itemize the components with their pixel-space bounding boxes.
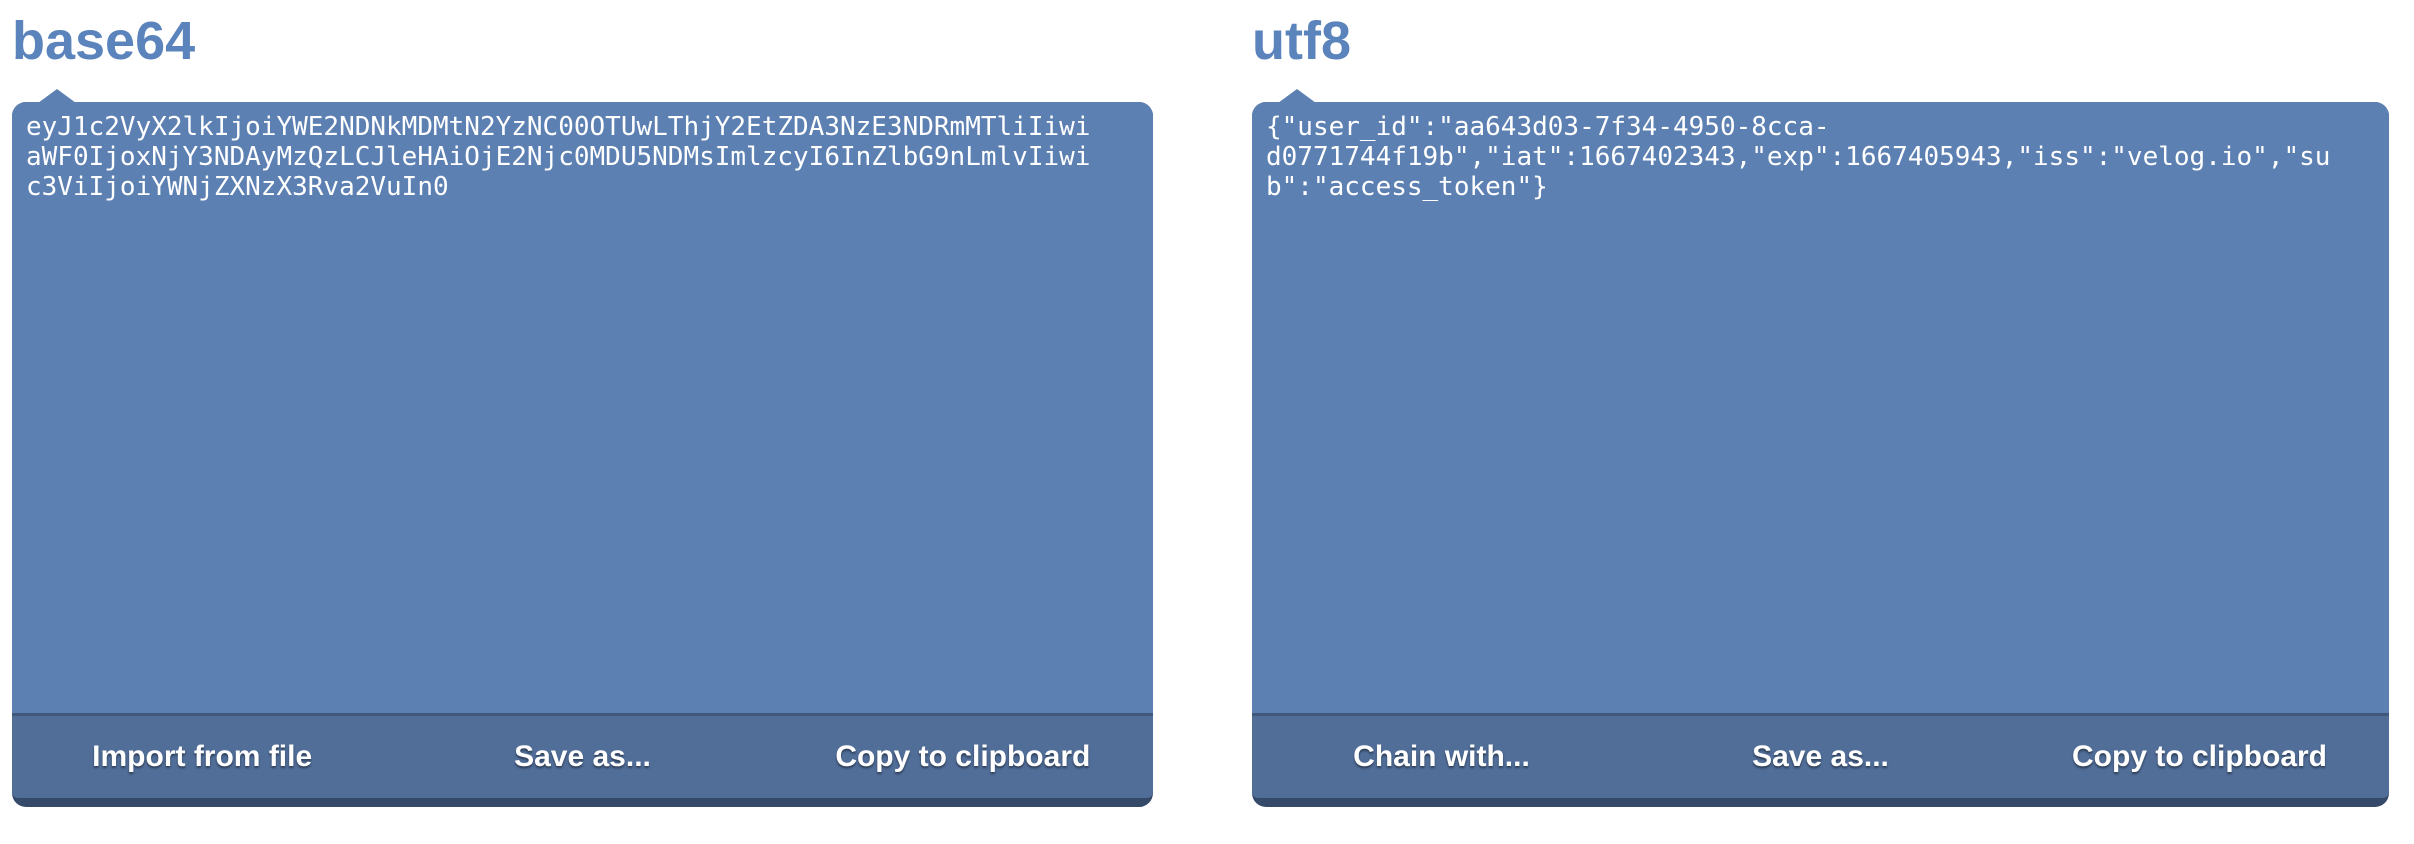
base64-panel-title[interactable]: base64: [12, 11, 196, 71]
utf8-action-bar: Chain with... Save as... Copy to clipboa…: [1252, 713, 2389, 798]
save-as-button[interactable]: Save as...: [1631, 740, 2010, 774]
base64-pane: eyJ1c2VyX2lkIjoiYWE2NDNkMDMtN2YzNC00OTUw…: [12, 102, 1153, 798]
base64-panel-body: eyJ1c2VyX2lkIjoiYWE2NDNkMDMtN2YzNC00OTUw…: [12, 89, 1153, 807]
import-from-file-button[interactable]: Import from file: [12, 740, 392, 774]
base64-text-background: eyJ1c2VyX2lkIjoiYWE2NDNkMDMtN2YzNC00OTUw…: [12, 102, 1153, 713]
utf8-panel-title[interactable]: utf8: [1252, 11, 1351, 71]
base64-panel: base64 eyJ1c2VyX2lkIjoiYWE2NDNkMDMtN2YzN…: [12, 0, 1153, 807]
converter-workspace: base64 eyJ1c2VyX2lkIjoiYWE2NDNkMDMtN2YzN…: [12, 0, 2389, 807]
copy-to-clipboard-button[interactable]: Copy to clipboard: [773, 740, 1153, 774]
utf8-pane: {"user_id":"aa643d03-7f34-4950-8cca-d077…: [1252, 102, 2389, 798]
base64-text-input[interactable]: eyJ1c2VyX2lkIjoiYWE2NDNkMDMtN2YzNC00OTUw…: [12, 102, 1093, 713]
copy-to-clipboard-button[interactable]: Copy to clipboard: [2010, 740, 2389, 774]
utf8-panel-body: {"user_id":"aa643d03-7f34-4950-8cca-d077…: [1252, 89, 2389, 807]
utf8-panel: utf8 {"user_id":"aa643d03-7f34-4950-8cca…: [1252, 0, 2389, 807]
caret-up-icon: [1278, 89, 1316, 103]
base64-action-bar: Import from file Save as... Copy to clip…: [12, 713, 1153, 798]
save-as-button[interactable]: Save as...: [392, 740, 772, 774]
utf8-text-background: {"user_id":"aa643d03-7f34-4950-8cca-d077…: [1252, 102, 2389, 713]
caret-up-icon: [38, 89, 76, 103]
utf8-text-input[interactable]: {"user_id":"aa643d03-7f34-4950-8cca-d077…: [1252, 102, 2333, 713]
chain-with-button[interactable]: Chain with...: [1252, 740, 1631, 774]
